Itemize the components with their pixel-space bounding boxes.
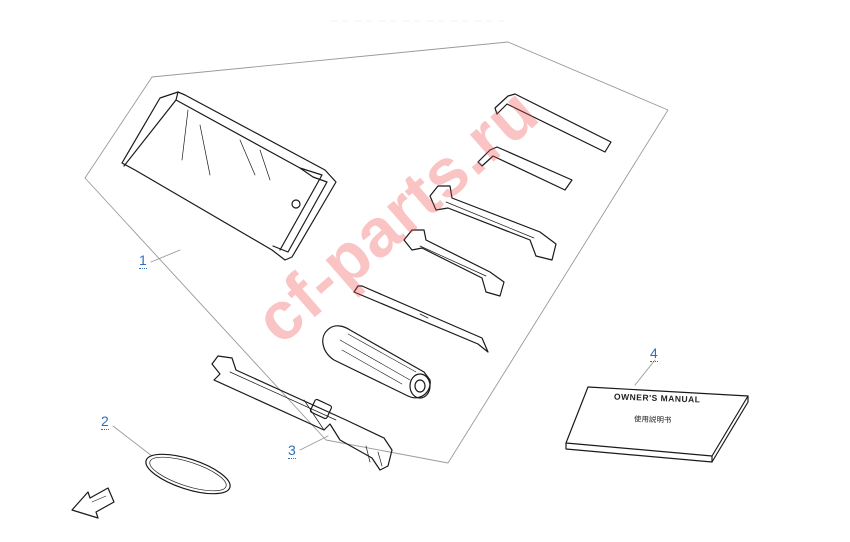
open-end-wrench-icon xyxy=(403,185,557,297)
faint-header-text: _ _ _ _ _ _ _ _ _ _ _ _ _ _ _ xyxy=(330,8,506,22)
front-arrow-icon xyxy=(71,487,115,519)
spark-plug-wrench-icon xyxy=(211,355,393,471)
callout-1[interactable]: 1 xyxy=(139,252,147,269)
owners-manual-icon xyxy=(565,386,749,463)
manual-subtitle: 使用説明书 xyxy=(633,414,672,425)
leader-4 xyxy=(634,359,656,386)
callout-4[interactable]: 4 xyxy=(650,345,658,362)
hex-key-icon xyxy=(477,93,612,191)
screwdriver-handle-icon xyxy=(322,325,431,399)
screwdriver-shaft-icon xyxy=(353,285,489,353)
leader-2 xyxy=(112,425,153,457)
callout-3[interactable]: 3 xyxy=(288,442,296,459)
o-ring-icon xyxy=(145,453,231,495)
pouch-icon xyxy=(121,91,337,261)
kit-frame xyxy=(84,41,669,464)
leader-3 xyxy=(299,435,329,451)
leader-1 xyxy=(150,249,181,263)
callout-2[interactable]: 2 xyxy=(101,413,109,430)
